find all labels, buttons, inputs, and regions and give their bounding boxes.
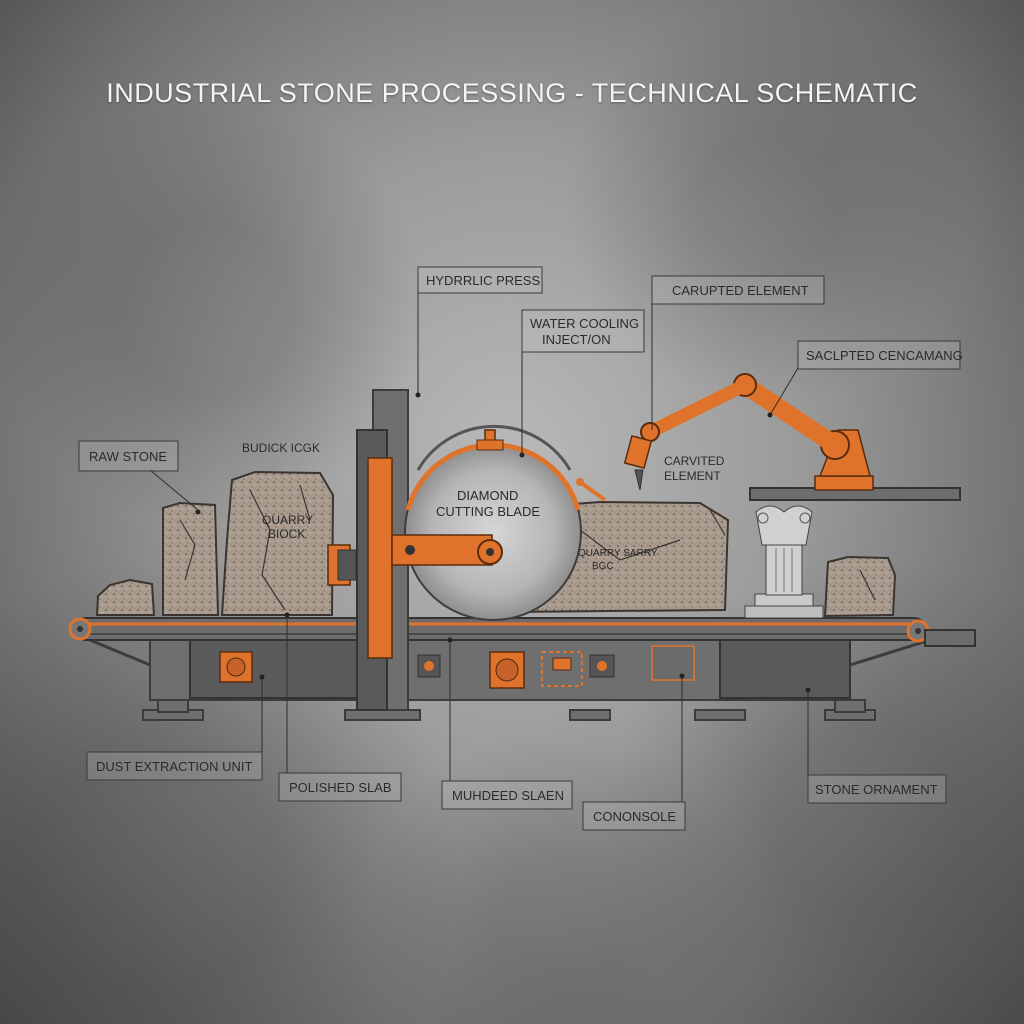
label-diamond-blade-2: CUTTING BLADE xyxy=(436,504,540,519)
diamond-cutting-blade xyxy=(404,424,582,621)
label-stone-ornament: STONE ORNAMENT xyxy=(815,782,938,797)
raw-stones xyxy=(95,501,220,616)
label-quarry-block-1: QUARRY xyxy=(262,513,313,527)
control-panels xyxy=(219,645,695,689)
label-muhdeed-slaen: MUHDEED SLAEN xyxy=(452,788,564,803)
quarry-block xyxy=(220,470,335,616)
callout-hydraulic-press: HYDRRLIC PRESS xyxy=(415,266,543,398)
callout-muhdeed-slaen: MUHDEED SLAEN xyxy=(441,637,573,810)
finished-block xyxy=(823,555,897,618)
callout-stone-ornament: STONE ORNAMENT xyxy=(805,687,947,804)
label-water-cooling-2: INJECT/ON xyxy=(542,332,611,347)
label-quarry-block-2: BIOCK xyxy=(268,527,305,541)
label-sculpted-ornament: SACLPTED CENCAMANG xyxy=(806,348,963,363)
label-raw-stone: RAW STONE xyxy=(89,449,167,464)
label-slab-stamp-1: QUARRY SARRY xyxy=(578,548,658,559)
label-diamond-blade-1: DIAMOND xyxy=(457,488,518,503)
callout-raw-stone: RAW STONE xyxy=(78,440,201,515)
label-cononsole: CONONSOLE xyxy=(593,809,676,824)
robotic-arm xyxy=(623,373,874,491)
label-dust-extraction: DUST EXTRACTION UNIT xyxy=(96,759,253,774)
label-carvited-1: CARVITED xyxy=(664,454,725,468)
callout-sculpted-ornament: SACLPTED CENCAMANG xyxy=(767,340,963,418)
press-column xyxy=(327,389,409,711)
label-slab-stamp-2: BGC xyxy=(592,561,614,572)
callout-cononsole: CONONSOLE xyxy=(582,673,686,831)
label-hydraulic-press: HYDRRLIC PRESS xyxy=(426,273,540,288)
label-polished-slab: POLISHED SLAB xyxy=(289,780,392,795)
callout-polished-slab: POLISHED SLAB xyxy=(278,612,402,802)
chisel-tool xyxy=(576,478,607,502)
column-ornament xyxy=(744,487,961,619)
label-water-cooling-1: WATER COOLING xyxy=(530,316,639,331)
callout-carupted-element: CARUPTED ELEMENT xyxy=(651,275,825,430)
label-carvited-2: ELEMENT xyxy=(664,469,721,483)
blade-arm xyxy=(391,534,503,566)
callout-dust-extraction: DUST EXTRACTION UNIT xyxy=(86,674,265,781)
page-title: INDUSTRIAL STONE PROCESSING - TECHNICAL … xyxy=(106,78,918,108)
callout-water-cooling: WATER COOLING INJECT/ON xyxy=(519,309,645,458)
label-carupted-element: CARUPTED ELEMENT xyxy=(672,283,809,298)
label-budick: BUDICK ICGK xyxy=(242,441,320,455)
